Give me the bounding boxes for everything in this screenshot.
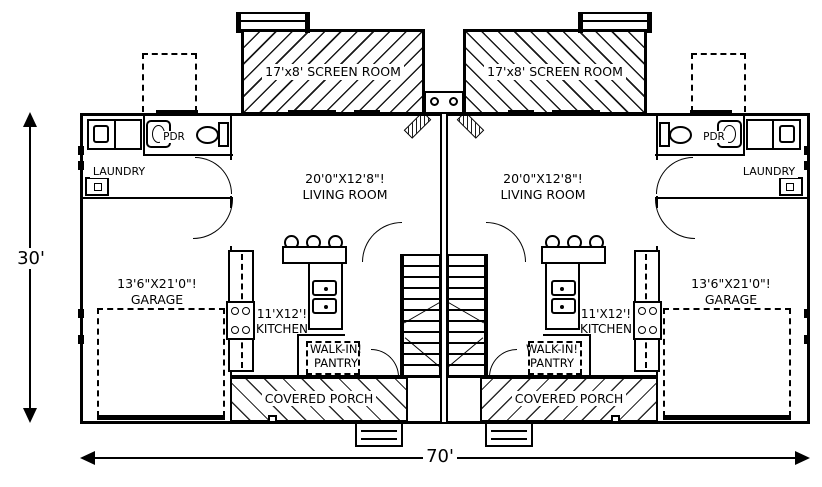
screen-room-steps	[236, 12, 310, 33]
pantry-line1: WALK-IN!	[525, 342, 579, 356]
garage-size: 13'6"X21'0"!	[117, 276, 197, 291]
pantry-line2: PANTRY	[530, 356, 574, 371]
garage-label-left: 13'6"X21'0"! GARAGE	[102, 276, 212, 307]
pdr-bottom-wall	[143, 154, 233, 156]
step-line	[361, 430, 397, 432]
garage-name: GARAGE	[130, 291, 184, 307]
dashed-pad	[691, 53, 746, 112]
kitchen-name: KITCHEN	[256, 322, 308, 336]
pantry-line1: WALK-IN!	[309, 342, 363, 356]
pantry-top-wall	[297, 334, 345, 336]
drain	[324, 305, 328, 309]
entry-porch	[424, 91, 464, 114]
living-room-size: 20'0"X12'8"!	[305, 171, 385, 186]
step-line	[581, 20, 649, 22]
rail-post	[236, 12, 241, 33]
pdr-label-right: PDR	[700, 131, 728, 144]
porch-column	[449, 97, 458, 106]
kitchen-label-right: 11'X12'! KITCHEN	[570, 307, 642, 337]
step-line	[239, 20, 307, 22]
back-wall	[230, 375, 408, 378]
laundry-sink-icon	[85, 177, 109, 196]
arrow-up-icon	[23, 112, 37, 127]
garage-dashed-area	[97, 308, 225, 417]
burner	[242, 326, 250, 334]
pdr-label-left: PDR	[160, 131, 188, 144]
pantry-label-right: WALK-IN! PANTRY	[516, 342, 588, 371]
step-line	[491, 430, 527, 432]
kitchen-island	[308, 262, 343, 330]
porch-steps	[485, 420, 533, 447]
drain	[324, 287, 328, 291]
garage-name: GARAGE	[704, 291, 758, 307]
burner	[231, 326, 239, 334]
rail-post	[305, 12, 310, 33]
step-line	[491, 438, 527, 440]
living-room-label-right: 20'0"X12'8"! LIVING ROOM	[478, 171, 608, 202]
dashed-pad	[142, 53, 197, 112]
height-dim-label: 30'	[10, 248, 52, 271]
arrow-down-icon	[23, 408, 37, 423]
burner	[231, 307, 239, 315]
step-line	[361, 438, 397, 440]
pantry-dashed-shelf	[306, 341, 360, 375]
garage-door	[97, 415, 225, 420]
rail-post	[647, 12, 652, 33]
toilet-bowl-icon	[196, 126, 219, 144]
porch-column	[430, 97, 439, 106]
pantry-line2: PANTRY	[314, 356, 358, 371]
kitchen-size: 11'X12'!	[256, 307, 308, 321]
garage-size: 13'6"X21'0"!	[691, 276, 771, 291]
sink-bowl	[312, 280, 337, 296]
burner	[242, 307, 250, 315]
pantry-left-wall	[297, 336, 299, 377]
toilet-tank	[218, 122, 229, 147]
arrow-right-icon	[795, 451, 810, 465]
stair-side-wall	[400, 254, 402, 378]
laundry-label-right: LAUNDRY	[738, 165, 800, 179]
washer-drum-icon	[93, 125, 109, 143]
width-dim-label: 70'	[404, 446, 476, 469]
living-room-size: 20'0"X12'8"!	[503, 171, 583, 186]
arrow-left-icon	[80, 451, 95, 465]
double-sink-icon	[312, 280, 337, 316]
screen-room-label-left: 17'x8' SCREEN ROOM	[241, 29, 425, 115]
hall-wall-upper	[230, 113, 232, 160]
screen-room-label-right: 17'x8' SCREEN ROOM	[463, 29, 647, 115]
porch-label-right: COVERED PORCH	[480, 377, 658, 420]
stove-icon	[226, 301, 255, 340]
porch-label-left: COVERED PORCH	[230, 377, 408, 420]
kitchen-label-left: 11'X12'! KITCHEN	[246, 307, 318, 337]
pdr-left-wall	[143, 113, 145, 156]
party-wall	[440, 113, 448, 422]
kitchen-name: KITCHEN	[580, 322, 632, 336]
living-room-label-left: 20'0"X12'8"! LIVING ROOM	[280, 171, 410, 202]
living-room-name: LIVING ROOM	[500, 186, 586, 202]
pantry-label-left: WALK-IN! PANTRY	[300, 342, 372, 371]
washer-dryer	[87, 119, 142, 150]
sink-drain	[94, 183, 102, 191]
kitchen-size: 11'X12'!	[580, 307, 632, 321]
laundry-label-left: LAUNDRY	[88, 165, 150, 179]
laundry-bottom-wall	[80, 197, 233, 199]
appliance-divider	[114, 121, 116, 148]
living-room-name: LIVING ROOM	[302, 186, 388, 202]
sink-bowl	[312, 298, 337, 314]
garage-label-right: 13'6"X21'0"! GARAGE	[676, 276, 786, 307]
